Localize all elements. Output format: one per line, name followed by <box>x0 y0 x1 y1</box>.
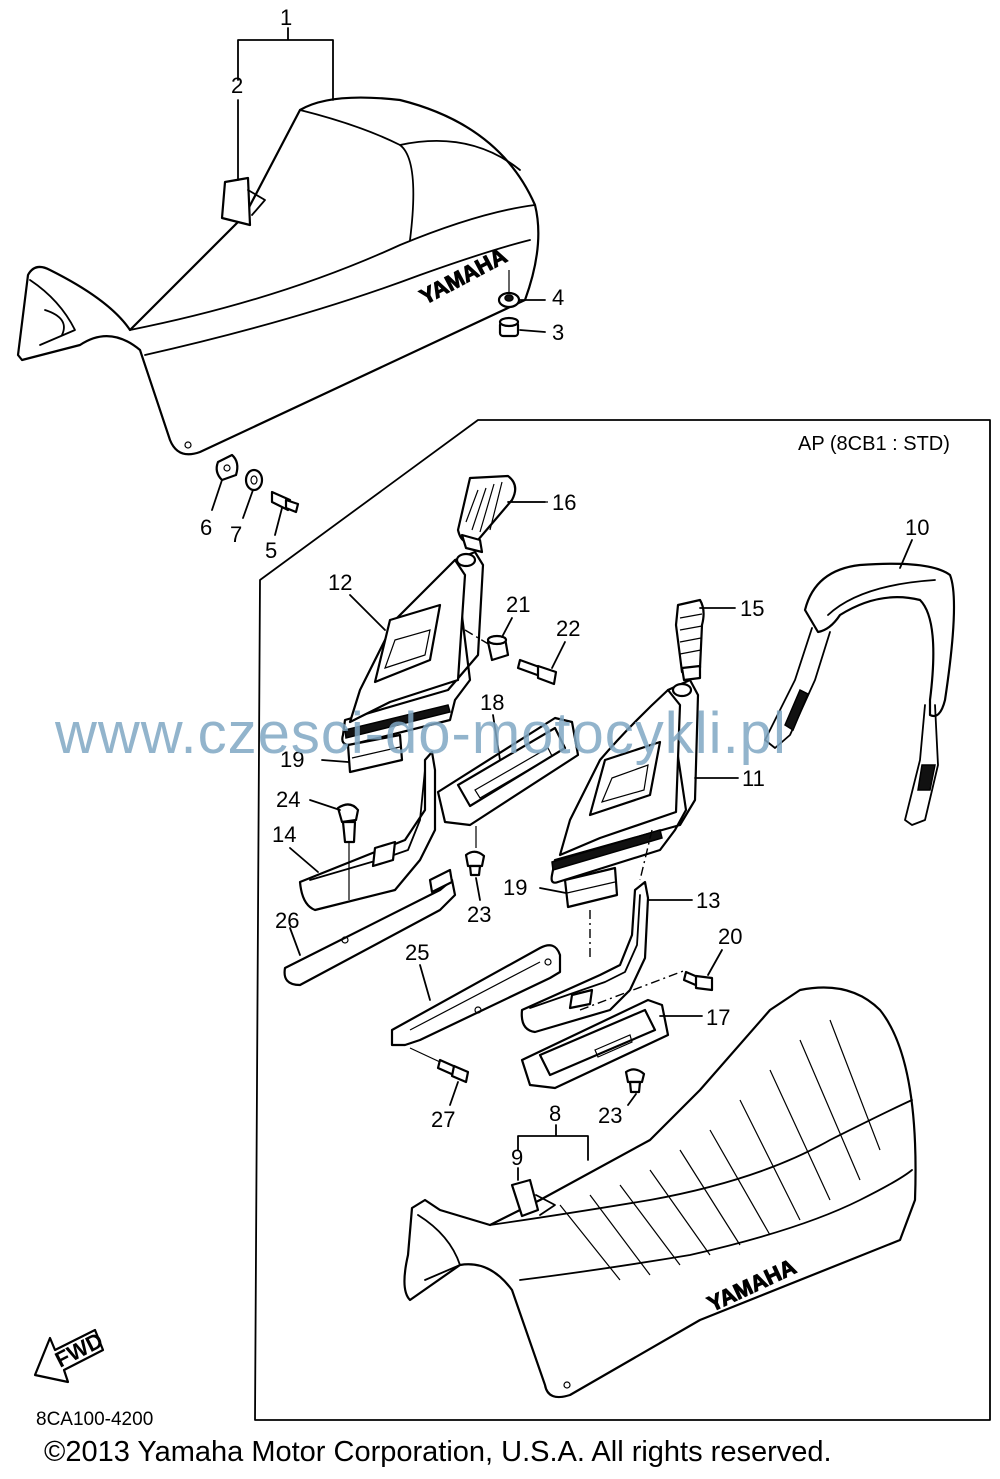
part-screw-23-right <box>624 1068 646 1094</box>
callout-10: 10 <box>905 515 929 540</box>
leader-lines <box>211 27 913 1181</box>
part-footrest-15 <box>674 598 705 682</box>
callout-24: 24 <box>276 787 300 812</box>
callout-20: 20 <box>718 924 742 949</box>
part-bolt-24 <box>336 803 360 844</box>
part-backrest-10 <box>764 562 956 826</box>
part-bolt-22 <box>516 658 558 686</box>
callout-23-left: 23 <box>467 902 491 927</box>
part-nut-4 <box>497 291 521 309</box>
part-footrest-16 <box>456 474 517 554</box>
callout-25: 25 <box>405 940 429 965</box>
part-bracket-12 <box>341 550 485 747</box>
callout-15: 15 <box>740 596 764 621</box>
part-grip-17 <box>520 998 670 1090</box>
callout-21: 21 <box>506 592 530 617</box>
callout-11: 11 <box>742 766 765 791</box>
callout-8: 8 <box>549 1101 561 1126</box>
part-bolt-27 <box>436 1058 470 1084</box>
part-stay-26 <box>283 868 457 987</box>
callout-23-right: 23 <box>598 1103 622 1128</box>
callout-19-right: 19 <box>503 875 527 900</box>
variant-label: AP (8CB1 : STD) <box>798 433 950 455</box>
seat-assembly-top: YAMAHA <box>16 96 540 456</box>
part-seat-8: YAMAHA <box>403 986 917 1399</box>
callout-1: 1 <box>280 5 292 30</box>
part-damper-3 <box>498 316 520 338</box>
callout-18: 18 <box>480 690 504 715</box>
part-collar-21 <box>486 634 510 662</box>
callout-3: 3 <box>552 320 564 345</box>
callout-27: 27 <box>431 1107 455 1132</box>
callout-26: 26 <box>275 908 299 933</box>
diagram-code: 8CA100-4200 <box>36 1409 154 1430</box>
part-damper-19-left <box>346 733 404 774</box>
fwd-label: FWD <box>51 1327 107 1372</box>
part-damper-19-right <box>563 866 619 909</box>
part-bracket-11 <box>550 678 700 884</box>
callout-5: 5 <box>265 538 277 563</box>
part-stay-25 <box>390 944 562 1047</box>
part-grip-18 <box>436 716 580 827</box>
callout-16: 16 <box>552 490 576 515</box>
callout-22: 22 <box>556 616 580 641</box>
part-screw-23-left <box>464 850 486 877</box>
callout-17: 17 <box>706 1005 730 1030</box>
callout-numbers: 1 2 3 4 5 6 7 8 9 10 11 12 13 14 15 16 1… <box>200 5 929 1170</box>
fwd-arrow-icon: FWD <box>33 1327 107 1384</box>
callout-19-left: 19 <box>280 747 304 772</box>
callout-12: 12 <box>328 570 352 595</box>
part-bolt-20 <box>682 970 714 992</box>
part-bolt-5 <box>270 490 300 514</box>
variant-box-outline <box>254 419 991 1421</box>
part-bracket-14 <box>298 750 437 912</box>
part-bracket-6 <box>215 453 239 482</box>
callout-4: 4 <box>552 285 564 310</box>
callout-13: 13 <box>696 888 720 913</box>
copyright-notice: ©2013 Yamaha Motor Corporation, U.S.A. A… <box>44 1436 832 1468</box>
callout-7: 7 <box>230 522 242 547</box>
watermark-text: www.czesci-do-motocykli.pl <box>55 701 787 766</box>
callout-6: 6 <box>200 515 212 540</box>
callout-9: 9 <box>511 1145 523 1170</box>
part-bracket-13 <box>520 880 650 1034</box>
callout-14: 14 <box>272 822 296 847</box>
callout-2: 2 <box>231 73 243 98</box>
part-washer-7 <box>244 468 264 492</box>
